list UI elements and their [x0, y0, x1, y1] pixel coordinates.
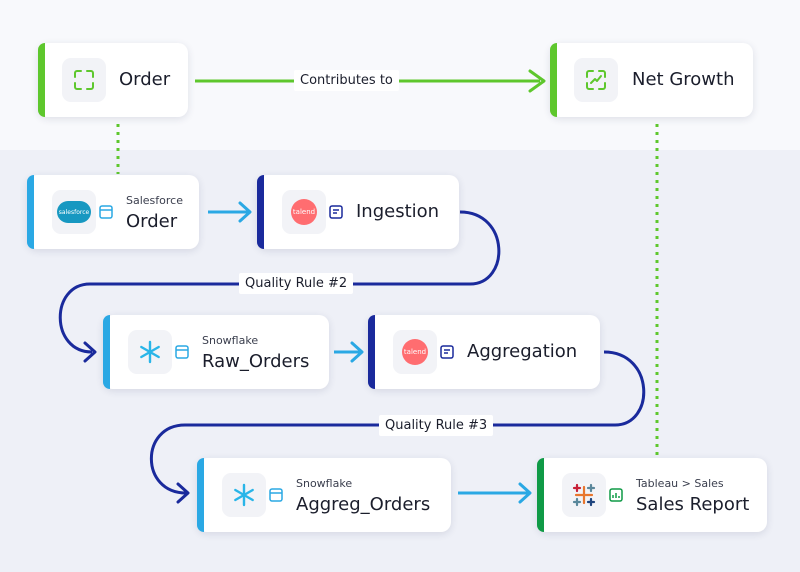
salesforce-order-card[interactable]: salesforce Salesforce Order [27, 175, 199, 249]
talend-icon: talend [282, 190, 326, 234]
node-title: Order [126, 211, 178, 232]
card-accent [27, 175, 34, 249]
node-subtitle: Snowflake [202, 334, 259, 347]
node-title: Raw_Orders [202, 351, 310, 372]
metric-bracket-icon [62, 58, 106, 102]
table-icon [99, 205, 113, 219]
card-accent [537, 458, 544, 532]
talend-logo: talend [291, 199, 317, 225]
growth-line-icon [574, 58, 618, 102]
contributes-to-label: Contributes to [294, 70, 399, 91]
node-subtitle: Salesforce [126, 194, 183, 207]
card-accent [368, 315, 375, 389]
quality-rule-3-label: Quality Rule #3 [379, 415, 494, 436]
node-title: Aggregation [467, 341, 578, 362]
salesforce-to-ingestion-arrowhead [238, 201, 252, 223]
report-icon [609, 488, 623, 502]
snowflake-icon [128, 330, 172, 374]
aggreg-orders-card[interactable]: Snowflake Aggreg_Orders [197, 458, 451, 532]
ingestion-to-raw-arrowhead [83, 341, 97, 363]
aggregation-card[interactable]: talend Aggregation [368, 315, 600, 389]
snowflake-icon [222, 473, 266, 517]
ingestion-card[interactable]: talend Ingestion [257, 175, 459, 249]
node-title: Aggreg_Orders [296, 494, 431, 515]
raw-orders-card[interactable]: Snowflake Raw_Orders [103, 315, 329, 389]
node-title: Ingestion [356, 201, 440, 222]
node-title: Order [119, 69, 171, 90]
job-icon [440, 345, 454, 359]
aggreg-to-report-arrowhead [518, 482, 532, 504]
table-icon [175, 345, 189, 359]
contributes-arrow-head [528, 69, 546, 93]
card-accent [38, 43, 45, 117]
net-growth-card[interactable]: Net Growth [550, 43, 753, 117]
node-title: Net Growth [632, 69, 735, 90]
tableau-icon [562, 473, 606, 517]
card-accent [257, 175, 264, 249]
talend-logo: talend [402, 339, 428, 365]
card-accent [197, 458, 204, 532]
talend-icon: talend [393, 330, 437, 374]
node-subtitle: Tableau > Sales [636, 477, 724, 490]
salesforce-icon: salesforce [52, 190, 96, 234]
card-accent [103, 315, 110, 389]
aggregation-to-aggreg-arrowhead [176, 482, 190, 504]
order-metric-card[interactable]: Order [38, 43, 188, 117]
sales-report-card[interactable]: Tableau > Sales Sales Report [537, 458, 767, 532]
card-accent [550, 43, 557, 117]
node-title: Sales Report [636, 494, 750, 515]
salesforce-logo: salesforce [57, 201, 91, 223]
raw-to-aggregation-arrowhead [350, 341, 364, 363]
table-icon [269, 488, 283, 502]
job-icon [329, 205, 343, 219]
quality-rule-2-label: Quality Rule #2 [239, 273, 354, 294]
node-subtitle: Snowflake [296, 477, 353, 490]
